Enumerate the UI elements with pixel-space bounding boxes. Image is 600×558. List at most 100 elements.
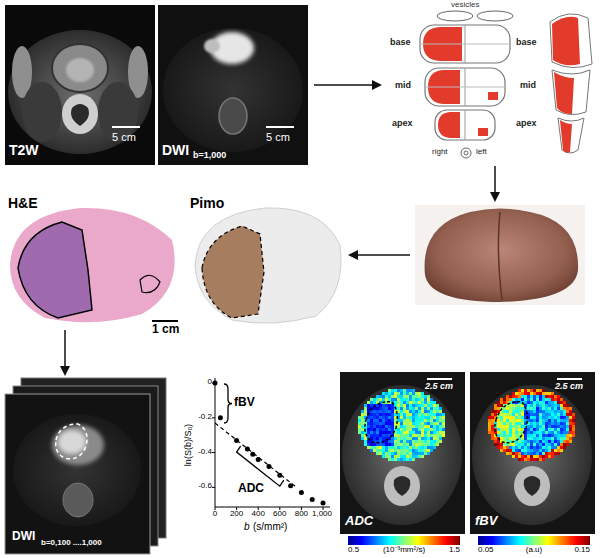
side-label: right [432,148,448,157]
fbv-map-part-part [551,398,554,401]
fbv-map-part-part [506,410,509,413]
fbv-map-part-part [539,425,542,428]
fbv-map-part-part [491,431,494,434]
fbv-map-part-part [530,422,533,425]
adc-map-part-part [367,443,370,446]
adc-map-part-part [397,425,400,428]
fbv-map-part-part [539,458,542,461]
adc-map-part-part [397,455,400,458]
adc-map-part-part [406,425,409,428]
fbv-map-part-part [572,434,575,437]
tick-label: 0 [213,510,217,519]
decay-chart [212,378,330,510]
fbv-map-part-part [521,455,524,458]
decay-chart-part-part [277,473,282,478]
fbv-map-part-part [530,395,533,398]
adc-map-part-part [391,425,394,428]
adc-map-part-part [412,416,415,419]
adc-map-part-part [421,395,424,398]
adc-map-part-part [397,458,400,461]
fbv-map-part-part [527,458,530,461]
fbv-map-part-part [503,431,506,434]
adc-map-part-part [382,437,385,440]
adc-map-part-part [403,392,406,395]
adc-map-part-part [397,401,400,404]
adc-map-part-part [406,416,409,419]
fbv-map-part-part [548,419,551,422]
adc-map-part-part [388,431,391,434]
fbv-map-part-part [497,407,500,410]
fbv-map-part-part [524,452,527,455]
fbv-map-part-part [530,437,533,440]
dwi-image [158,5,308,165]
fbv-map-part-part [533,419,536,422]
t2w-image-part [71,104,89,126]
adc-map-part-part [367,425,370,428]
fbv-map-part-part [500,425,503,428]
fbv-map-part-part [563,422,566,425]
dwi-stack-part [56,424,87,459]
fbv-map-part-part [512,410,515,413]
adc-map-part-part [370,413,373,416]
adc-map-part-part [403,437,406,440]
zone-label: base [390,38,411,48]
adc-map-part-part [436,422,439,425]
fbv-map-part-part [518,419,521,422]
fbv-map-part-part [542,398,545,401]
adc-map-part-part [388,419,391,422]
adc-map-part-part [427,407,430,410]
adc-map-part-part [391,443,394,446]
fbv-map-part-part [488,425,491,428]
adc-map-part-part [412,419,415,422]
adc-map-part-part [382,443,385,446]
adc-map-part-part [397,446,400,449]
adc-map-part-part [430,422,433,425]
adc-map-part-part [397,404,400,407]
fbv-map-part-part [554,416,557,419]
adc-map-part-part [373,425,376,428]
fbv-map-part-part [527,431,530,434]
adc-map-part-part [376,428,379,431]
decay-chart-part-part [288,483,293,488]
dwi-image-part [219,98,247,134]
adc-map-part-part [415,434,418,437]
fbv-map-part-part [503,449,506,452]
adc-map-part-part [418,398,421,401]
fbv-map-part-part [545,407,548,410]
fbv-map-part-part [500,413,503,416]
fbv-map-part-part [569,422,572,425]
adc-map-part-part [361,434,364,437]
fbv-map-part-part [524,458,527,461]
fbv-map-part-part [506,446,509,449]
fbv-map-part-part [566,419,569,422]
flow-arrow-part [350,254,410,256]
panel-label: DWI [12,530,35,543]
adc-map-part-part [415,446,418,449]
adc-map-part-part [436,431,439,434]
fbv-map-part-part [557,398,560,401]
adc-map-part-part [370,416,373,419]
adc-map-part-part [427,452,430,455]
fbv-map-part-part [506,449,509,452]
fbv-map-part-part [566,443,569,446]
adc-map-part-part [394,389,397,392]
fbv-map-part-part [548,449,551,452]
adc-map-part-part [388,404,391,407]
he-section-part [140,275,160,292]
flow-arrow-part [314,84,380,86]
adc-map-part-part [430,431,433,434]
fbv-map-part-part [530,407,533,410]
t2w-image [5,5,155,165]
fbv-map-part-part [518,392,521,395]
fbv-map-part-part [536,446,539,449]
adc-map-part-part [424,428,427,431]
adc-map-part-part [397,449,400,452]
fbv-map-part-part [518,449,521,452]
adc-map-part-part [415,410,418,413]
adc-map-part-part [409,446,412,449]
dwi-stack-part [63,483,93,517]
adc-map-part-part [397,434,400,437]
fbv-map-part-part [569,419,572,422]
adc-map-part-part [376,422,379,425]
adc-map-part [340,372,465,534]
